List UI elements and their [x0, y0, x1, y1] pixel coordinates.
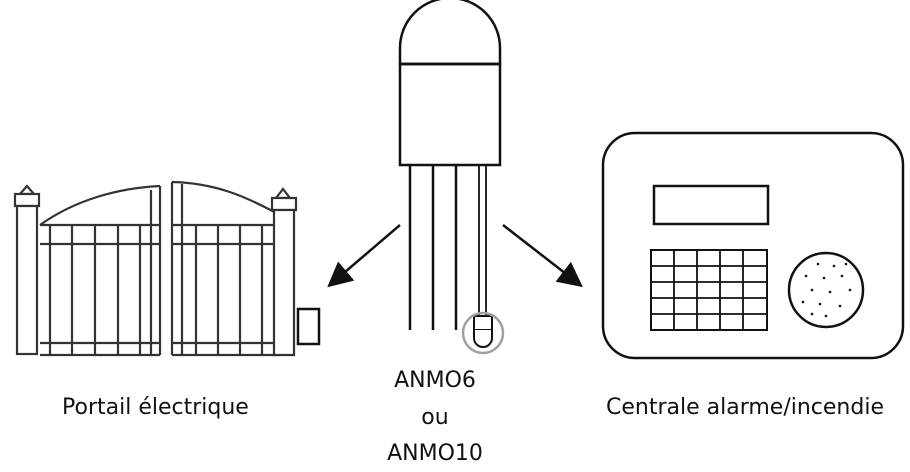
sensor-connector — [473, 315, 493, 348]
panel-keypad — [650, 249, 768, 331]
sensor-body — [398, 62, 502, 167]
arrow-to-gate — [327, 224, 401, 288]
sensor-label-anmo6: ANMO6 — [394, 368, 476, 393]
sensor-dome — [398, 0, 502, 66]
gate-receiver-box — [296, 307, 321, 346]
connector-highlight-circle — [461, 311, 505, 355]
electric-gate-icon — [13, 180, 298, 357]
arrow-to-central — [502, 224, 583, 288]
panel-speaker — [787, 251, 865, 329]
gate-label: Portail électrique — [62, 395, 249, 420]
alarm-control-panel-icon — [601, 131, 905, 360]
sensor-label-ou: ou — [421, 405, 449, 430]
sensor-cables — [408, 165, 487, 330]
sensor-label-anmo10: ANMO10 — [387, 441, 483, 466]
panel-display — [652, 184, 770, 226]
speaker-dots — [801, 262, 852, 318]
central-label: Centrale alarme/incendie — [606, 395, 884, 420]
sensor-icon — [398, 0, 502, 167]
